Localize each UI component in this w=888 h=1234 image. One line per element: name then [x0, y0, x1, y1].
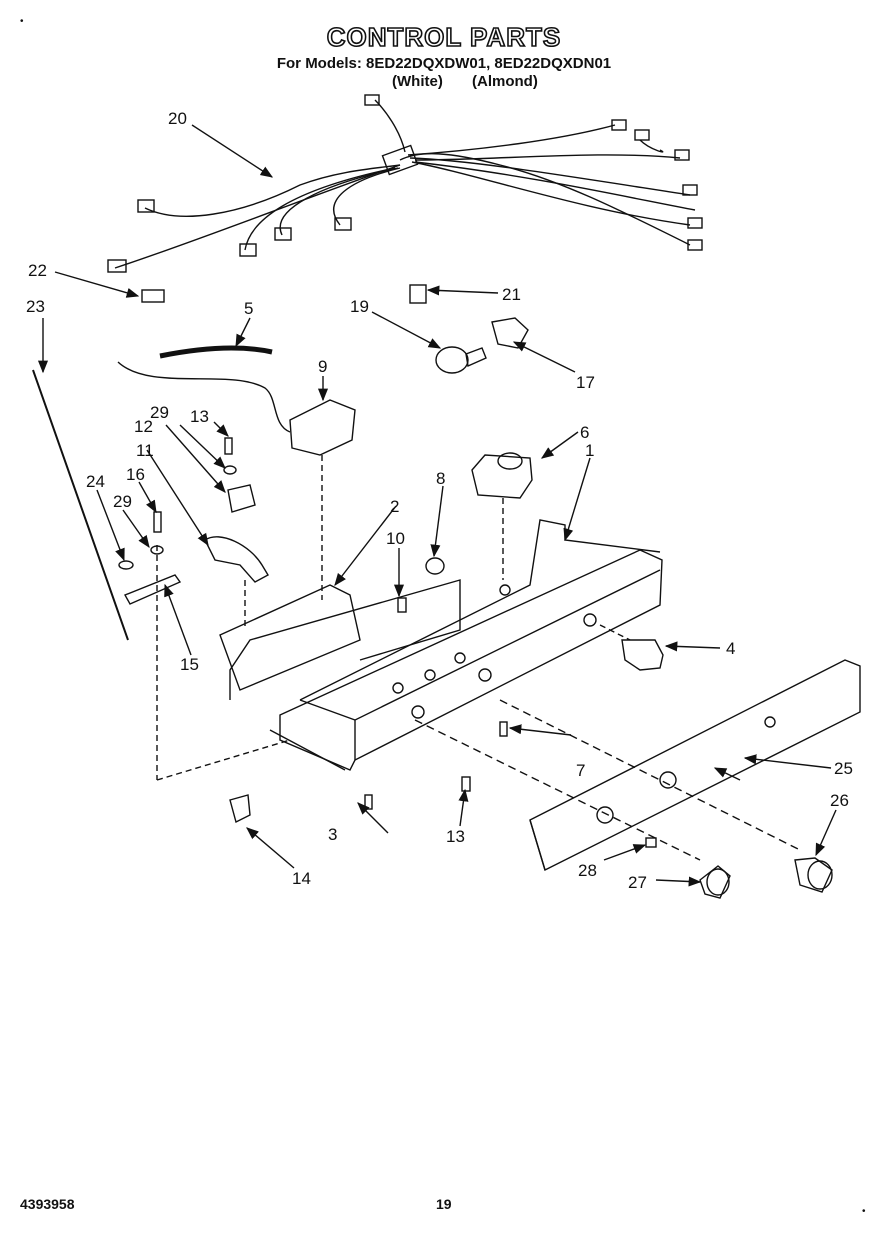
- variant-almond: (Almond): [472, 73, 538, 90]
- callout-26: 26: [830, 791, 849, 810]
- clip-drawing: [141, 289, 165, 303]
- thermostat-drawing: [289, 399, 356, 456]
- callout-14: 14: [292, 869, 311, 888]
- callout-29-lower: 29: [113, 492, 132, 511]
- callout-13-upper: 13: [190, 407, 209, 426]
- callout-10: 10: [386, 529, 405, 548]
- callout-13-lower: 13: [446, 827, 465, 846]
- callout-29-upper: 29: [150, 403, 169, 422]
- callout-3: 3: [328, 825, 337, 844]
- defrost-timer-drawing: [471, 454, 533, 499]
- callout-20: 20: [168, 109, 187, 128]
- light-socket-drawing: [491, 317, 529, 349]
- callout-11: 11: [136, 441, 154, 460]
- callout-15: 15: [180, 655, 199, 674]
- callout-1: 1: [585, 441, 594, 460]
- control-drawing: [204, 536, 269, 583]
- corner-mark: •: [862, 1206, 866, 1217]
- document-number: 4393958: [20, 1196, 75, 1212]
- callout-5: 5: [244, 299, 253, 318]
- bracket-drawing: [219, 584, 361, 691]
- callout-24: 24: [86, 472, 105, 491]
- variant-white: (White): [392, 73, 443, 90]
- callout-8: 8: [436, 469, 445, 488]
- page-number: 19: [436, 1196, 452, 1212]
- control-panel-drawing: [529, 659, 861, 871]
- control-knob-drawing: [794, 857, 833, 893]
- callout-22: 22: [28, 261, 47, 280]
- callout-7: 7: [576, 761, 585, 780]
- callout-21: 21: [502, 285, 521, 304]
- bracket-drawing: [409, 284, 427, 304]
- control-knob-drawing: [699, 865, 731, 899]
- clip-drawing: [229, 794, 251, 824]
- callout-9: 9: [318, 357, 327, 376]
- callout-6: 6: [580, 423, 589, 442]
- callout-2: 2: [390, 497, 399, 516]
- page-title: CONTROL PARTS: [326, 21, 562, 53]
- callout-28: 28: [578, 861, 597, 880]
- callout-23: 23: [26, 297, 45, 316]
- callout-12: 12: [134, 417, 153, 436]
- callout-17: 17: [576, 373, 595, 392]
- callout-16: 16: [126, 465, 145, 484]
- light-bulb-drawing: [435, 346, 469, 374]
- control-housing-drawing: [269, 519, 663, 771]
- callout-25: 25: [834, 759, 853, 778]
- washer-drawing: [118, 560, 134, 570]
- callout-4: 4: [726, 639, 735, 658]
- wire-harness-drawing: [107, 94, 703, 273]
- callout-19: 19: [350, 297, 369, 316]
- corner-mark: •: [20, 16, 24, 27]
- light-switch-drawing: [621, 639, 664, 671]
- models-line: For Models: 8ED22DQXDW01, 8ED22DQXDN01: [276, 55, 612, 72]
- callout-27: 27: [628, 873, 647, 892]
- damper-link-drawing: [124, 574, 182, 605]
